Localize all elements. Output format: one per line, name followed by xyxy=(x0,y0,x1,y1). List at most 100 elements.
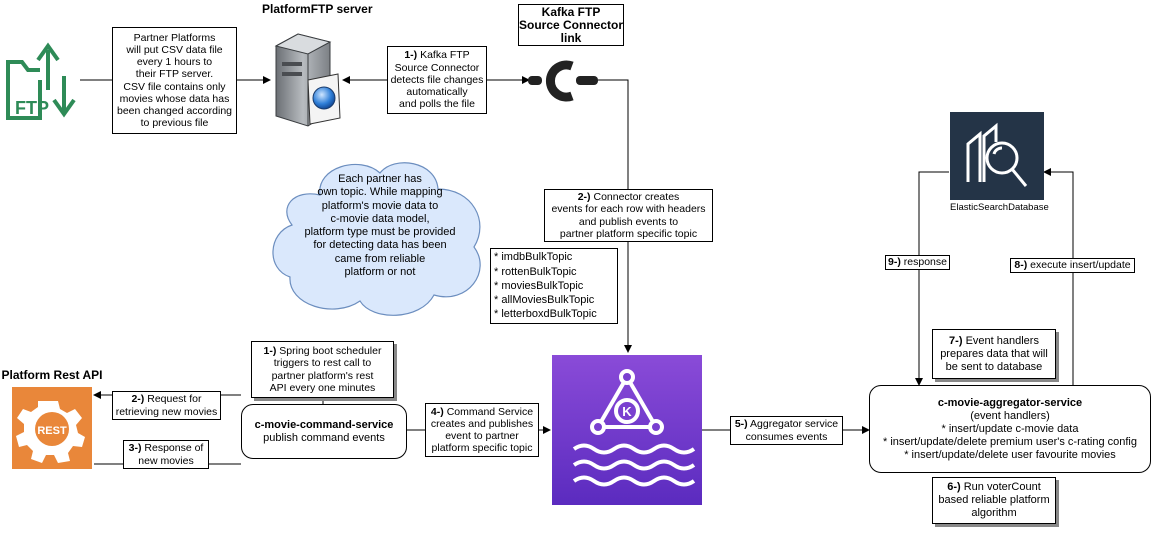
partner-note-line: to previous file xyxy=(140,117,209,130)
partner-note-line: CSV file contains only xyxy=(123,80,226,93)
response-line: new movies xyxy=(138,455,193,467)
run-votercount-line: based reliable platform xyxy=(938,494,1049,507)
response-line: 3-) Response of xyxy=(129,442,204,454)
ftp-poll-line: automatically xyxy=(406,86,467,98)
run-votercount-step: 6-) xyxy=(947,481,961,493)
connector-events-line: events for each row with headers xyxy=(551,203,705,215)
connector-title-line: Source Connector xyxy=(519,17,624,32)
ftp-poll-line: detects file changes xyxy=(391,74,484,86)
ftp-title-line: FTP server xyxy=(310,2,373,16)
cloud-line: platform or not xyxy=(344,266,416,279)
event-handlers-line: 7-) Event handlers xyxy=(949,335,1039,348)
ftp-poll-text: automatically xyxy=(406,86,468,99)
kafka-connector-icon xyxy=(528,60,598,102)
aggregator-line: * insert/update/delete user favourite mo… xyxy=(904,448,1116,461)
rest-icon-text: REST xyxy=(37,425,67,437)
cloud-line: platform type must be provided xyxy=(304,226,456,239)
ftp-server-icon xyxy=(274,33,341,127)
command-publish-text: event to partner xyxy=(445,430,519,442)
topic-item: * rottenBulkTopic xyxy=(494,265,577,278)
arrow-aggregator-to-elastic xyxy=(1043,168,1074,385)
command-service-box: c-movie-command-service publish command … xyxy=(241,404,407,459)
scheduler-text: API every one minutes xyxy=(269,381,376,394)
command-publish-text: Command Service xyxy=(446,405,534,418)
connector-title-line: link xyxy=(560,30,582,45)
event-handlers-line: be sent to database xyxy=(946,361,1043,374)
event-handlers-line: prepares data that will xyxy=(940,348,1048,361)
ftp-poll-text: Kafka FTP xyxy=(420,49,470,62)
partner-note-line: will put CSV data file xyxy=(126,43,223,56)
command-publish-line: event to partner xyxy=(445,430,519,442)
aggregator-consume-line: 5-) Aggregator service xyxy=(735,418,838,430)
response-step: 3-) xyxy=(128,442,142,455)
aggregator-line: * insert/update/delete premium user's c-… xyxy=(882,435,1137,448)
topics-list: * imdbBulkTopic* rottenBulkTopic* movies… xyxy=(490,248,618,324)
scheduler-text: partner platform's rest xyxy=(271,369,374,382)
partner-note-line: movies whose data has xyxy=(119,92,230,105)
db-response-line: 9-) response xyxy=(888,256,947,268)
connector-events-step: 2-) xyxy=(577,191,591,204)
connector-events-text: and publish events to xyxy=(578,215,679,228)
connector-events-text: events for each row with headers xyxy=(551,203,706,216)
aggregator-consume-step: 5-) xyxy=(734,418,748,431)
run-votercount-line: algorithm xyxy=(971,507,1016,520)
aggregator-service-title: c-movie-aggregator-service xyxy=(937,396,1083,409)
response-text: Response of xyxy=(144,442,204,455)
aggregator-line: * insert/update c-movie data xyxy=(941,422,1079,435)
connector-events-text: partner platform specific topic xyxy=(559,227,698,240)
arrow-elastic-to-aggregator xyxy=(915,171,949,386)
command-publish-text: platform specific topic xyxy=(431,442,533,455)
request-line: retrieving new movies xyxy=(116,406,218,418)
scheduler-line: API every one minutes xyxy=(270,382,376,394)
topic-item: * letterboxdBulkTopic xyxy=(494,308,597,321)
ftp-poll-line: Source Connector xyxy=(395,62,480,74)
cloud-line: own topic. While mapping xyxy=(317,186,443,199)
scheduler-line: 1-) Spring boot scheduler xyxy=(264,345,382,357)
run-votercount-text: based reliable platform xyxy=(938,494,1050,506)
run-votercount-text: Run voterCount xyxy=(963,481,1041,493)
scheduler-line: partner platform's rest xyxy=(272,370,374,382)
run-votercount-line: 6-) Run voterCount xyxy=(947,481,1041,494)
event-handlers-text: prepares data that will xyxy=(940,347,1048,360)
aggregator-line: (event handlers) xyxy=(970,409,1050,422)
request-step: 2-) xyxy=(131,393,145,406)
topic-item: * imdbBulkTopic xyxy=(494,251,573,264)
run-votercount-text: algorithm xyxy=(971,507,1017,519)
execute-insert-step: 8-) xyxy=(1014,259,1028,272)
arrow-connector-to-kafka xyxy=(598,79,632,353)
scheduler-text: triggers to rest call to xyxy=(273,357,372,370)
command-service-subtitle: publish command events xyxy=(263,431,385,444)
db-response-step: 9-) xyxy=(888,256,901,269)
cloud-shape xyxy=(272,162,481,316)
request-text: Request for xyxy=(147,393,202,406)
partner-note-line: been changed according xyxy=(116,104,232,117)
response-text: new movies xyxy=(138,454,194,467)
event-handlers-text: Event handlers xyxy=(965,334,1039,347)
elasticsearch-icon xyxy=(950,112,1044,200)
execute-insert-text: execute insert/update xyxy=(1030,259,1131,272)
command-publish-text: creates and publishes xyxy=(430,417,534,430)
ftp-poll-text: detects file changes xyxy=(390,73,484,86)
aggregator-consume-text: consumes events xyxy=(745,430,828,443)
db-response-note: 9-) response xyxy=(885,255,950,270)
scheduler-step: 1-) xyxy=(263,345,277,358)
connector-events-line: partner platform specific topic xyxy=(560,228,697,240)
cloud-line: platform's movie data to xyxy=(321,199,439,212)
cloud-line: c-movie data model, xyxy=(330,212,430,225)
cloud-line: Each partner has xyxy=(338,173,422,185)
ftp-poll-line: 1-) Kafka FTP xyxy=(404,49,469,61)
connector-events-line: and publish events to xyxy=(579,216,678,228)
ftp-folder-icon: FTP xyxy=(6,42,76,120)
elastic-label-line: Database xyxy=(1008,202,1049,213)
